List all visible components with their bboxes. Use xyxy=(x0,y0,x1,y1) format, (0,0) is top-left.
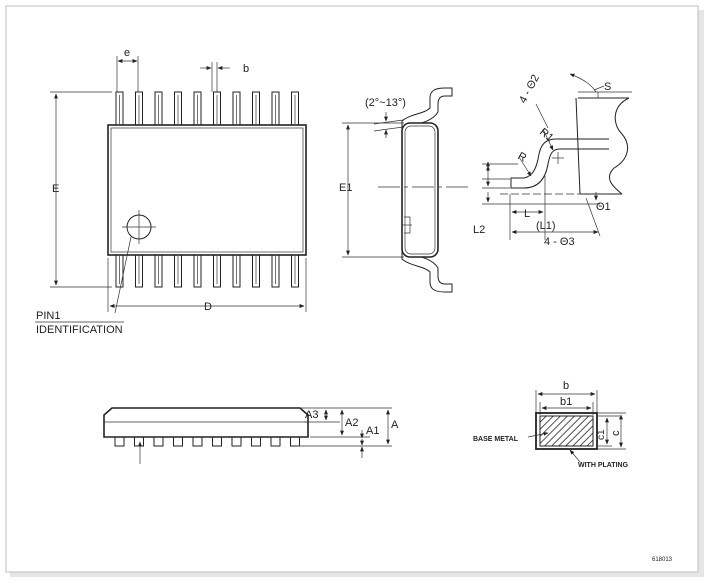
label-E: E xyxy=(52,183,59,195)
label-base-metal: BASE METAL xyxy=(473,436,519,443)
label-A: A xyxy=(391,419,399,431)
label-e: e xyxy=(124,47,130,59)
top-view-body xyxy=(107,124,307,256)
label-theta3: 4 - Θ3 xyxy=(544,236,575,248)
sheet-border xyxy=(5,5,699,573)
label-angle: (2°~13°) xyxy=(365,97,406,109)
label-E1: E1 xyxy=(339,182,352,194)
end-lead-upper xyxy=(401,87,453,129)
label-S: S xyxy=(604,81,611,93)
label-A3: A3 xyxy=(305,409,318,421)
end-lead-lower xyxy=(401,251,453,293)
label-L: L xyxy=(524,208,530,220)
label-pin1: PIN1 xyxy=(36,310,60,322)
label-identification: IDENTIFICATION xyxy=(36,324,123,336)
side-view-body xyxy=(103,407,309,438)
end-view xyxy=(342,87,472,293)
drawing-code: 618013 xyxy=(652,557,673,563)
end-view-body xyxy=(401,122,439,258)
top-view xyxy=(35,56,307,323)
label-c: c xyxy=(610,430,622,436)
label-theta1: Θ1 xyxy=(596,201,611,213)
label-L1: (L1) xyxy=(536,220,556,232)
label-L2: L2 xyxy=(473,224,485,236)
label-b-section: b xyxy=(563,380,569,392)
lead-detail xyxy=(482,73,632,240)
label-D: D xyxy=(204,301,212,313)
top-view-body-inner xyxy=(110,127,304,253)
label-A1: A1 xyxy=(366,425,379,437)
label-b: b xyxy=(243,63,249,75)
lead-section-detail xyxy=(527,390,626,463)
long-side-view xyxy=(103,407,392,464)
label-c1: c1 xyxy=(596,429,607,440)
label-b1: b1 xyxy=(560,396,572,408)
label-A2: A2 xyxy=(345,417,358,429)
base-metal xyxy=(539,415,594,447)
label-with-plating: WITH PLATING xyxy=(578,462,629,469)
